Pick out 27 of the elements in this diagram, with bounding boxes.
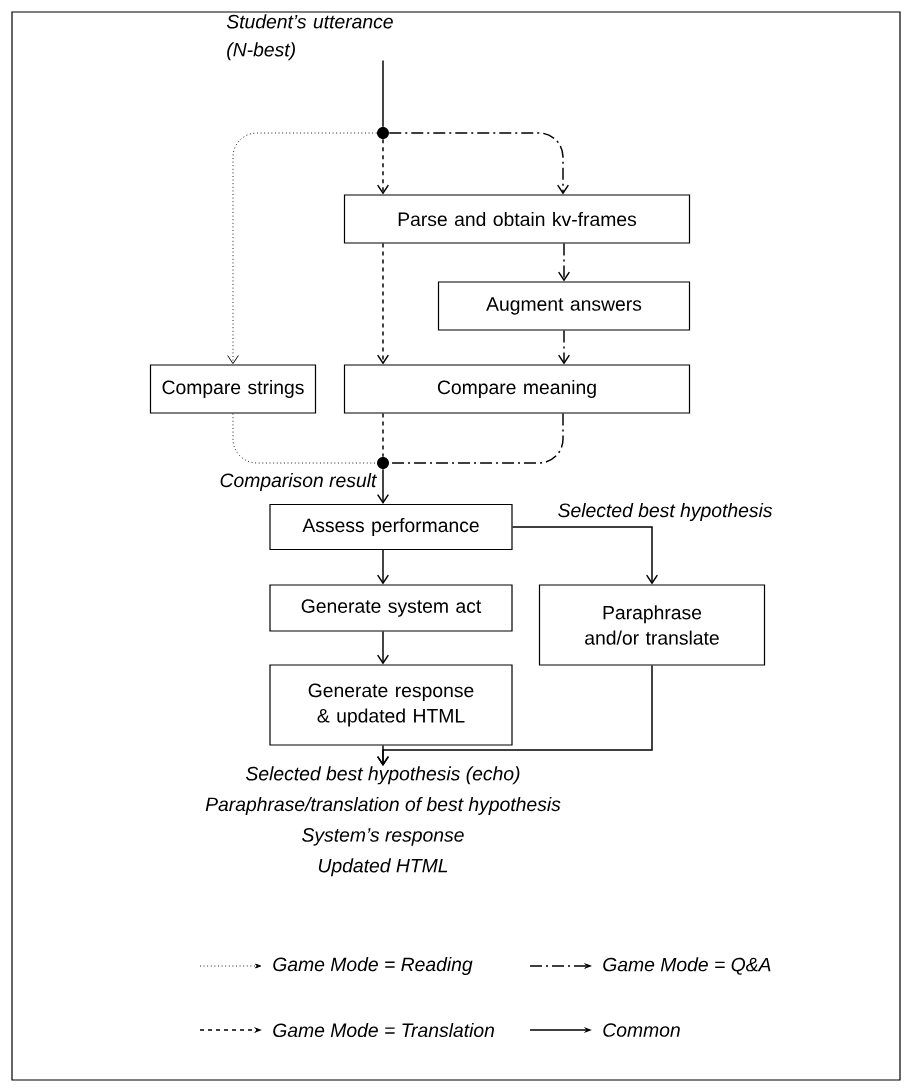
output-text: Selected best hypothesis (echo) Paraphrase/translation of best hypothesis System’s response Updated HTML: [205, 766, 561, 877]
process-box: Paraphrase and/or translate: [538, 584, 766, 666]
arrow: [557, 329, 571, 365]
arrow: [376, 468, 390, 504]
arrow: [388, 132, 570, 195]
legend-text: Common: [603, 1023, 680, 1037]
process-box: Generate system act: [269, 584, 513, 632]
arrow: [511, 526, 659, 585]
process-box: Generate response & updated HTML: [269, 664, 513, 746]
process-box: Parse and obtain kv-frames: [343, 194, 691, 244]
arrow: [376, 630, 390, 665]
process-box: Assess performance: [269, 503, 513, 551]
arrow: [227, 132, 378, 365]
legend-text: Game Mode = Translation: [273, 1022, 494, 1038]
process-box: Augment answers: [437, 281, 691, 331]
edge-label: Selected best hypothesis: [558, 503, 773, 521]
legend-text: Game Mode = Q&A: [603, 957, 771, 975]
input-text: Student’s utterance (N-best): [226, 14, 393, 61]
arrow: [376, 242, 390, 365]
arrow: [376, 138, 390, 195]
legend-text: Game Mode = Reading: [273, 957, 473, 975]
arrow: [376, 549, 390, 585]
process-box: Compare meaning: [343, 364, 691, 414]
arrow: [557, 242, 571, 282]
edge-label: Comparison result: [220, 473, 377, 491]
arrow: [376, 664, 653, 766]
process-box: Compare strings: [149, 364, 317, 414]
